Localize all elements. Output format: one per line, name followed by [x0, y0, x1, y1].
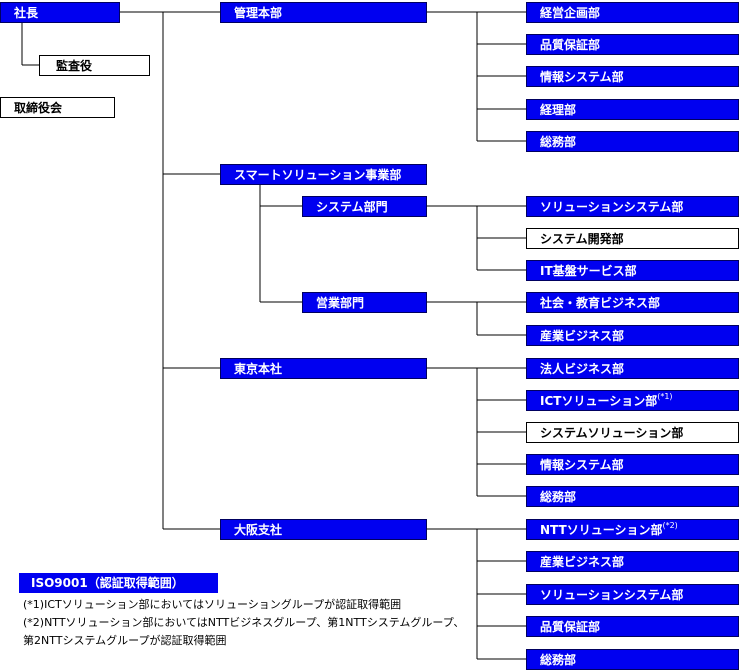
hq-dept-1: 経営企画部: [526, 2, 739, 23]
sales-division-box: 営業部門: [302, 292, 427, 313]
hq-box: 管理本部: [220, 2, 427, 23]
osaka-dept-5: 総務部: [526, 649, 739, 670]
audit-box: 監査役: [39, 55, 150, 76]
iso-note-3: 第2NTTシステムグループが認証取得範囲: [23, 634, 227, 647]
iso-note-1: (*1)ICTソリューション部においてはソリューショングループが認証取得範囲: [23, 598, 402, 611]
hq-dept-5: 総務部: [526, 131, 739, 152]
smart-solution-box: スマートソリューション事業部: [220, 164, 427, 185]
tokyo-dept-1: 法人ビジネス部: [526, 358, 739, 379]
sales-div-dept-2: 産業ビジネス部: [526, 325, 739, 346]
note-mark-1: (*1): [657, 392, 673, 401]
tokyo-dept-4: 情報システム部: [526, 454, 739, 475]
system-div-dept-1: ソリューションシステム部: [526, 196, 739, 217]
osaka-dept-4: 品質保証部: [526, 616, 739, 637]
system-division-box: システム部門: [302, 196, 427, 217]
hq-dept-2: 品質保証部: [526, 34, 739, 55]
tokyo-dept-3: システムソリューション部: [526, 422, 739, 443]
osaka-dept-1: NTTソリューション部(*2): [526, 519, 739, 540]
tokyo-dept-5: 総務部: [526, 486, 739, 507]
president-box: 社長: [0, 2, 120, 23]
note-mark-2: (*2): [662, 521, 678, 530]
tokyo-dept-2: ICTソリューション部(*1): [526, 390, 739, 411]
system-div-dept-3: IT基盤サービス部: [526, 260, 739, 281]
system-div-dept-2: システム開発部: [526, 228, 739, 249]
osaka-dept-3: ソリューションシステム部: [526, 584, 739, 605]
board-box: 取締役会: [0, 97, 115, 118]
tokyo-hq-box: 東京本社: [220, 358, 427, 379]
osaka-dept-2: 産業ビジネス部: [526, 551, 739, 572]
osaka-branch-box: 大阪支社: [220, 519, 427, 540]
hq-dept-4: 経理部: [526, 99, 739, 120]
iso-title: ISO9001（認証取得範囲）: [19, 573, 218, 593]
hq-dept-3: 情報システム部: [526, 66, 739, 87]
iso-note-2: (*2)NTTソリューション部においてはNTTビジネスグループ、第1NTTシステ…: [23, 616, 465, 629]
sales-div-dept-1: 社会・教育ビジネス部: [526, 292, 739, 313]
